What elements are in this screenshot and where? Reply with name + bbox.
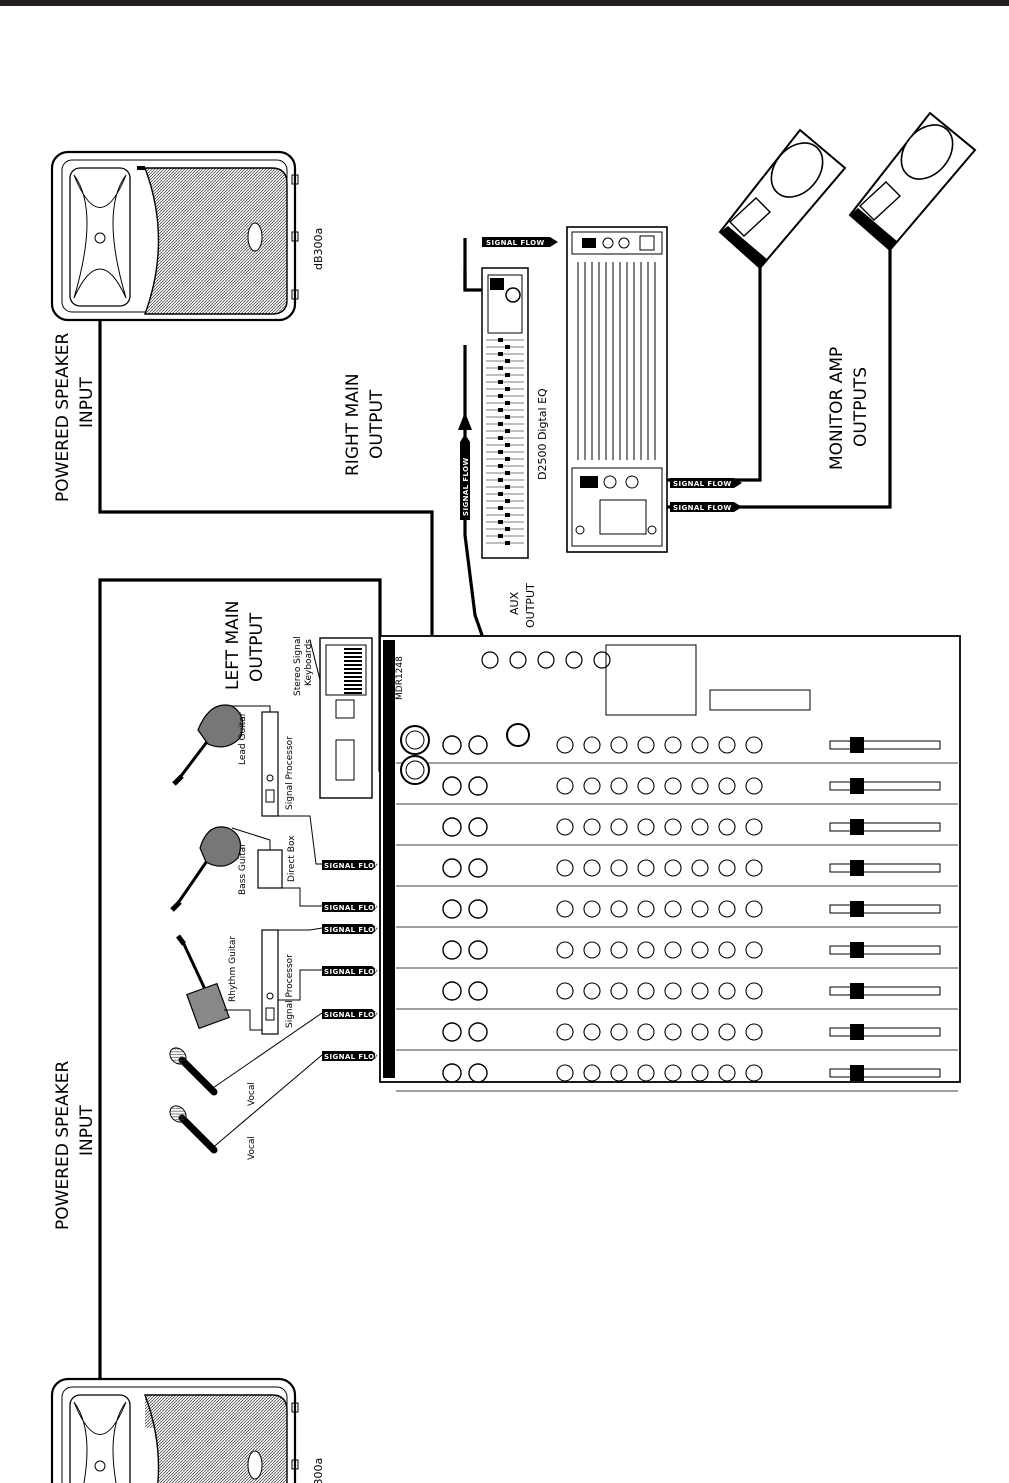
signal-processor-1: [261, 711, 279, 817]
speaker-bottom: [50, 1377, 299, 1483]
speaker-top: [50, 150, 299, 322]
keyboard-instrument: [319, 637, 373, 799]
direct-box-label: Direct Box: [287, 835, 297, 882]
monitor-amp-unit: [566, 226, 668, 553]
signal-flow-tag-mon2: SIGNAL FLOW: [673, 504, 732, 512]
rhythm-guitar-icon: [176, 934, 230, 1030]
direct-box: [257, 849, 283, 889]
main-out-jacks: [400, 723, 530, 785]
left-main-output-label-2: OUTPUT: [247, 612, 267, 682]
speaker-model-bottom: dB300a: [312, 1458, 325, 1483]
signal-flow-tag-eq: SIGNAL FLOW: [486, 239, 545, 247]
vocal-1-label: Vocal: [247, 1082, 257, 1106]
signal-flow-tag-kb2: SIGNAL FLOW: [324, 904, 383, 912]
signal-processor-1-label: Signal Processor: [285, 736, 295, 810]
monitor-amp-label-1: MONITOR AMP: [827, 347, 847, 470]
vocal-2-label: Vocal: [247, 1136, 257, 1160]
monitor-amp-label-2: OUTPUTS: [851, 367, 871, 447]
powered-speaker-bottom-label-1: POWERED SPEAKER: [53, 1060, 73, 1230]
signal-processor-2: [261, 929, 279, 1035]
left-main-output-label-1: LEFT MAIN: [223, 600, 243, 690]
signal-flow-tag-ch4: SIGNAL FLOW: [324, 926, 383, 934]
instrument-cables: [209, 639, 323, 1151]
bass-guitar-icon: [170, 826, 241, 912]
monitor-wedge-1: [718, 128, 847, 270]
top-rule-bar: [0, 0, 1009, 6]
aux-output-label-1: AUX: [508, 591, 521, 615]
lead-guitar-icon: [172, 704, 244, 786]
mixer-console: [379, 635, 961, 1092]
bass-guitar-label: Bass Guitar: [238, 843, 248, 895]
lead-guitar-label: Lead Guitar: [238, 712, 248, 765]
stereo-keyboards-label-2: Keyboards: [304, 639, 314, 686]
aux-output-label-2: OUTPUT: [524, 583, 537, 628]
stereo-keyboards-label-1: Stereo Signal: [293, 636, 303, 696]
signal-flow-tag-ch3: SIGNAL FLOW: [324, 968, 383, 976]
powered-speaker-top-label-1: POWERED SPEAKER: [53, 332, 73, 502]
right-main-output-label-2: OUTPUT: [367, 389, 387, 459]
d2500-eq-unit: [481, 267, 529, 559]
eq-name-label: D2500 Digtal EQ: [536, 388, 549, 480]
mixer-model: MDR1248: [395, 656, 405, 700]
aux-arrow-icon: [458, 412, 472, 430]
vocal-mic-2: [169, 1105, 218, 1154]
speaker-model-top: dB300a: [312, 228, 325, 270]
monitor-wedge-2: [848, 111, 977, 252]
signal-flow-tag-ch1: SIGNAL FLOW: [324, 1053, 383, 1061]
signal-flow-tags: SIGNAL FLOW SIGNAL FLOW SIGNAL FLOW SIGN…: [322, 237, 742, 1061]
signal-processor-2-label: Signal Processor: [285, 954, 295, 1028]
mixer-brand: SAMSON: [386, 656, 396, 700]
right-main-output-label-1: RIGHT MAIN: [343, 373, 363, 476]
signal-flow-tag-aux: SIGNAL FLOW: [462, 457, 470, 516]
powered-speaker-bottom-label-2: INPUT: [77, 1105, 97, 1156]
signal-flow-tag-mon1: SIGNAL FLOW: [673, 480, 732, 488]
rhythm-guitar-label: Rhythm Guitar: [228, 936, 238, 1002]
signal-flow-tag-kb1: SIGNAL FLOW: [324, 862, 383, 870]
powered-speaker-top-label-2: INPUT: [77, 377, 97, 428]
signal-flow-tag-ch2: SIGNAL FLOW: [324, 1011, 383, 1019]
vocal-mic-1: [169, 1047, 218, 1096]
